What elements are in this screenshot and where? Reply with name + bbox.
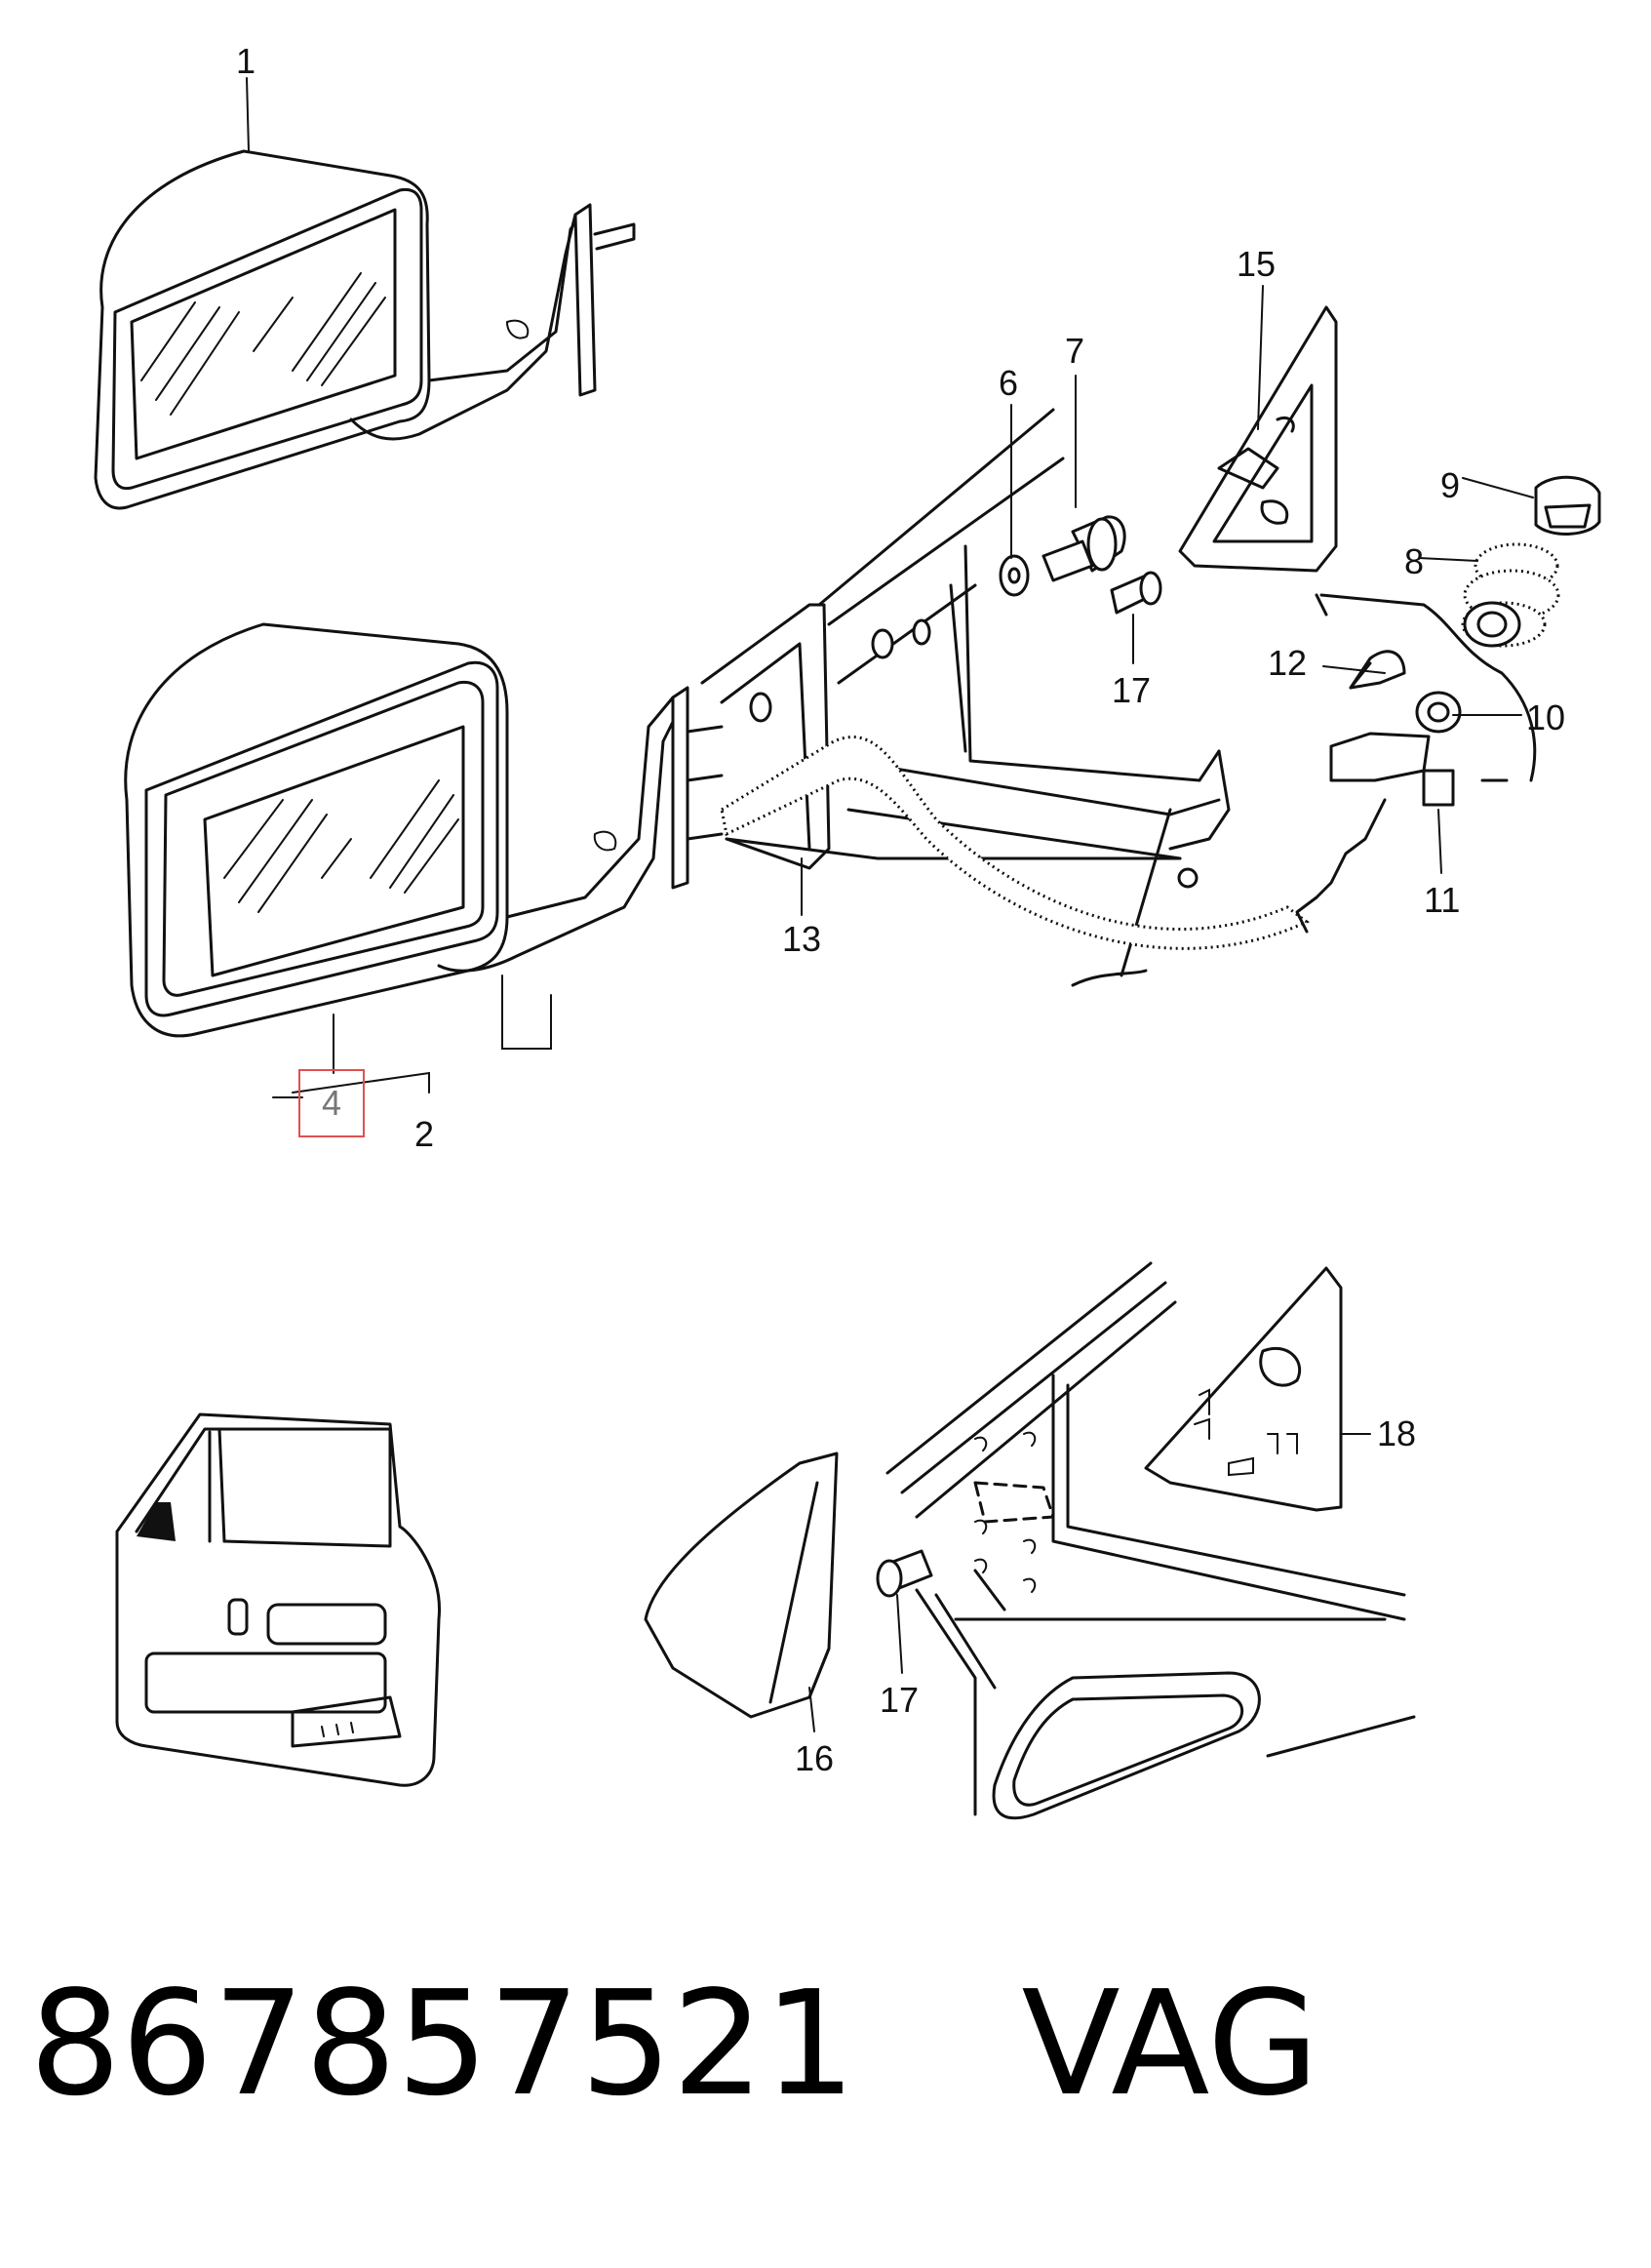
clip-17-upper xyxy=(1110,571,1162,615)
washer-6 xyxy=(999,554,1030,597)
callout-15: 15 xyxy=(1237,244,1276,284)
callout-17-upper: 17 xyxy=(1112,670,1151,710)
footer-caption: 867857521 VAG xyxy=(29,1960,1319,2128)
callout-2: 2 xyxy=(414,1114,434,1154)
callout-7: 7 xyxy=(1065,331,1084,371)
grommet-8 xyxy=(1461,542,1560,648)
clip-17-lower xyxy=(876,1549,933,1598)
callout-18: 18 xyxy=(1377,1413,1416,1453)
door-corner-18 xyxy=(885,1261,1416,1820)
callout-11: 11 xyxy=(1424,880,1460,920)
door-frame-section xyxy=(700,408,1310,987)
callout-labels: 1 2 6 7 8 9 10 11 12 13 15 16 17 17 18 4 xyxy=(236,41,1565,1778)
connector-assembly xyxy=(1295,593,1537,934)
mirror-upper xyxy=(94,149,636,510)
grommet-9 xyxy=(1534,475,1601,536)
mirror-lower xyxy=(124,622,724,1038)
trim-triangle-upper xyxy=(1178,305,1338,573)
callout-12: 12 xyxy=(1268,643,1307,683)
callout-10: 10 xyxy=(1526,697,1565,737)
callout-6: 6 xyxy=(999,363,1018,403)
callout-4: 4 xyxy=(322,1083,341,1123)
callout-13: 13 xyxy=(782,919,821,959)
callout-1: 1 xyxy=(236,41,256,81)
highlight-box-4 xyxy=(298,1069,365,1137)
callout-17-lower: 17 xyxy=(880,1680,919,1720)
callout-8: 8 xyxy=(1404,541,1424,581)
callout-16: 16 xyxy=(795,1738,834,1778)
brand-name: VAG xyxy=(1021,1960,1319,2128)
callout-9: 9 xyxy=(1440,465,1460,505)
bolt-7 xyxy=(1042,515,1126,582)
door-overview xyxy=(115,1413,441,1787)
part-number: 867857521 xyxy=(29,1960,856,2128)
trim-triangle-lower xyxy=(644,1452,839,1719)
leader-lines xyxy=(246,77,1534,1732)
